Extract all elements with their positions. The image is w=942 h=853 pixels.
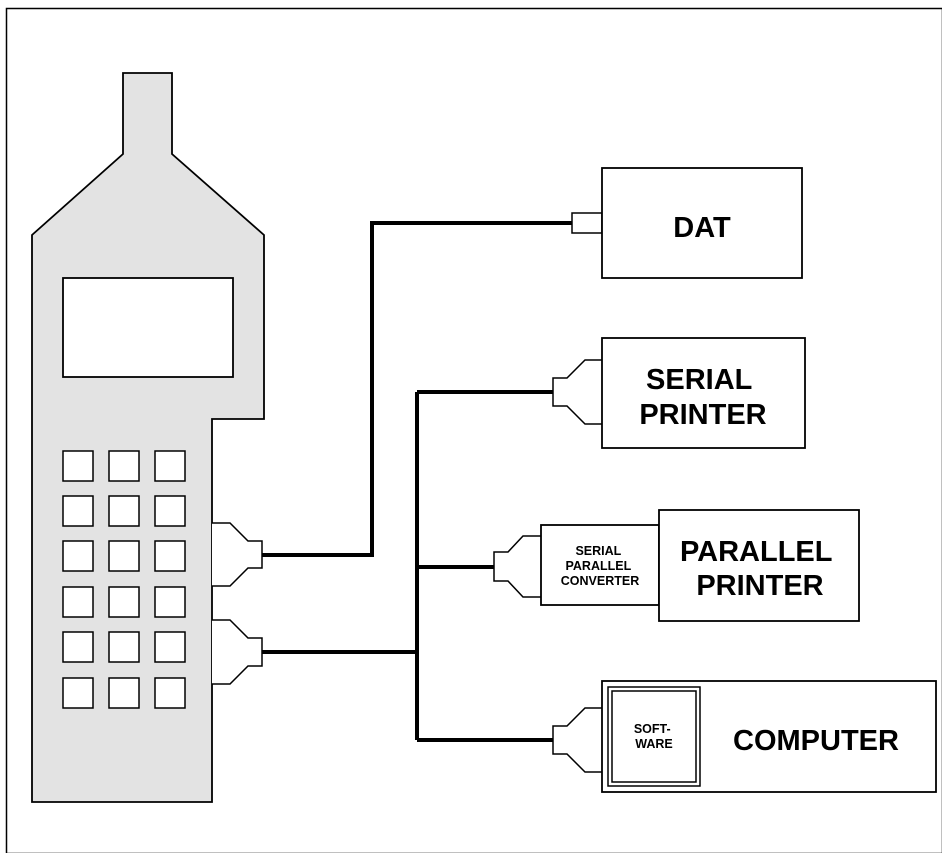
dat-label: DAT <box>673 212 731 244</box>
key <box>108 540 140 572</box>
converter-line-2: PARALLEL <box>566 559 632 573</box>
serial-printer-line-2: PRINTER <box>639 399 766 431</box>
parallel-printer-box <box>658 509 860 622</box>
software-box-outer <box>607 686 701 787</box>
software-line-1: SOFT- <box>634 722 671 736</box>
parallel-printer-label: PARALLEL PRINTER <box>680 536 840 602</box>
key <box>108 495 140 527</box>
converter-line-3: CONVERTER <box>561 574 639 588</box>
dat-connector <box>571 212 603 234</box>
key <box>108 450 140 482</box>
meter-display <box>62 277 234 378</box>
key <box>154 677 186 709</box>
dat-box <box>601 167 803 279</box>
key <box>62 495 94 527</box>
key <box>154 450 186 482</box>
parallel-printer-line-2: PRINTER <box>696 570 823 602</box>
key <box>154 495 186 527</box>
computer-label: COMPUTER <box>733 725 899 757</box>
parallel-printer-line-1: PARALLEL <box>680 536 832 568</box>
cables <box>262 221 572 742</box>
serial-printer-line-1: SERIAL <box>646 364 752 396</box>
key <box>62 586 94 618</box>
key <box>62 631 94 663</box>
key <box>62 677 94 709</box>
key <box>108 677 140 709</box>
converter-port <box>493 535 541 598</box>
key <box>62 540 94 572</box>
computer-port <box>552 707 602 773</box>
key <box>108 631 140 663</box>
key <box>108 586 140 618</box>
cable-to-dat <box>262 221 572 557</box>
serial-printer-device: SERIAL PRINTER <box>552 337 806 449</box>
converter-box <box>540 524 660 606</box>
key <box>154 540 186 572</box>
dat-device: DAT <box>571 167 803 279</box>
key <box>154 631 186 663</box>
converter-line-1: SERIAL <box>575 544 621 558</box>
parallel-printer-device: SERIAL PARALLEL CONVERTER PARALLEL PRINT… <box>493 509 860 622</box>
computer-device: SOFT- WARE COMPUTER <box>552 680 937 793</box>
key <box>62 450 94 482</box>
serial-printer-label: SERIAL PRINTER <box>639 364 766 431</box>
software-label: SOFT- WARE <box>634 722 674 751</box>
serial-printer-box <box>601 337 806 449</box>
meter-keypad <box>62 450 186 709</box>
key <box>154 586 186 618</box>
meter-device <box>31 72 265 803</box>
software-box-inner <box>611 690 697 783</box>
converter-label: SERIAL PARALLEL CONVERTER <box>561 544 639 588</box>
meter-body <box>31 72 265 803</box>
software-line-2: WARE <box>635 737 673 751</box>
serial-printer-port <box>552 359 602 425</box>
